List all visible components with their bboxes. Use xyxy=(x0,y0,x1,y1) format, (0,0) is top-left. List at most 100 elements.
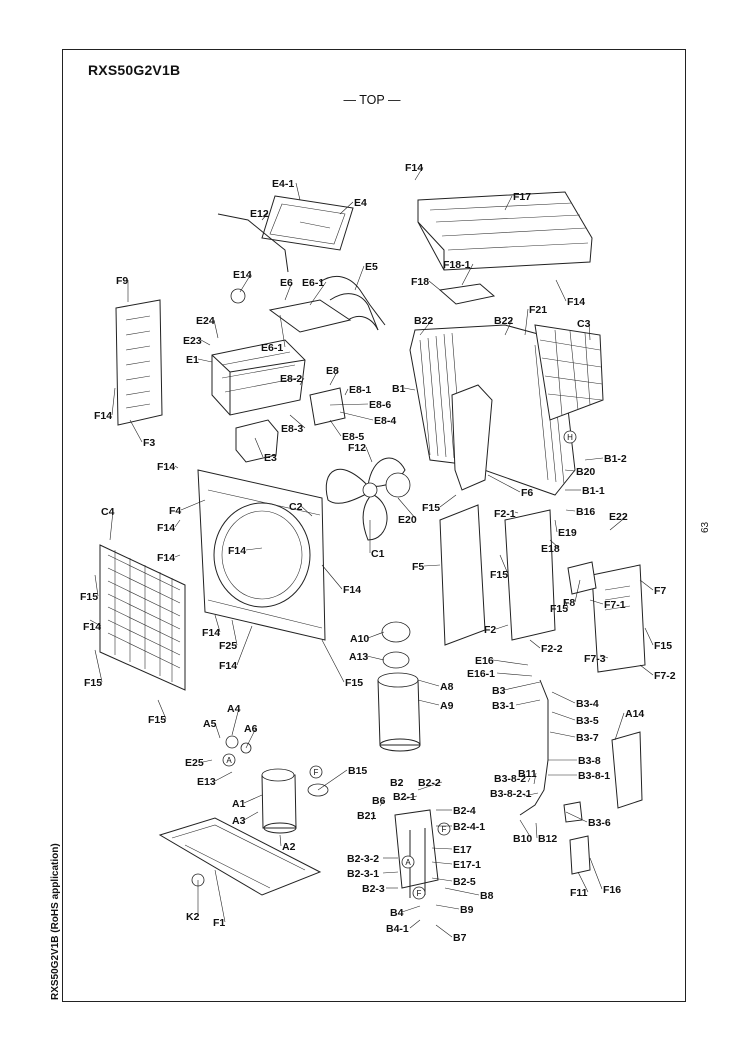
callout-label: B3-8-2-1 xyxy=(490,788,532,800)
leader-line xyxy=(639,664,654,676)
leader-line xyxy=(239,273,252,293)
callout-label: E8 xyxy=(326,365,339,377)
callout-label: E12 xyxy=(250,208,269,220)
leader-line xyxy=(354,265,365,291)
leader-line xyxy=(514,511,519,514)
pipe-cluster-part xyxy=(319,275,386,331)
leader-line xyxy=(435,904,460,910)
callout-label: B7 xyxy=(453,932,467,944)
callout-label: F14 xyxy=(343,584,361,596)
callout-label: B12 xyxy=(538,833,557,845)
leader-line xyxy=(527,777,531,783)
leader-line xyxy=(554,519,558,533)
leader-line xyxy=(279,314,286,348)
callout-label: B3-7 xyxy=(576,732,599,744)
callout-label: F12 xyxy=(348,442,366,454)
callout-label: F14 xyxy=(94,410,112,422)
leader-line xyxy=(109,510,114,541)
callout-label: E8-2 xyxy=(280,373,302,385)
callout-label: F7-2 xyxy=(654,670,676,682)
callout-label: E16-1 xyxy=(467,668,495,680)
leader-line xyxy=(231,619,238,646)
callout-label: E8-3 xyxy=(281,423,303,435)
leader-line xyxy=(213,319,219,339)
leader-line xyxy=(366,655,385,661)
callout-label: F18 xyxy=(411,276,429,288)
leader-line xyxy=(431,861,453,865)
callout-label: F14 xyxy=(219,660,237,672)
leader-line xyxy=(129,419,143,443)
leader-line xyxy=(535,822,538,839)
callout-label: E17 xyxy=(453,844,472,856)
leader-line xyxy=(565,509,576,512)
leader-line xyxy=(180,499,206,511)
leader-line xyxy=(339,201,354,215)
front-grille-part xyxy=(99,544,186,691)
callout-label: A4 xyxy=(227,703,241,715)
leader-line xyxy=(551,711,576,721)
leader-line xyxy=(94,574,99,597)
callout-label: F14 xyxy=(405,162,423,174)
callout-label: F2 xyxy=(484,624,496,636)
leader-line xyxy=(417,679,440,687)
callout-label: F14 xyxy=(157,522,175,534)
leader-line xyxy=(419,319,433,336)
cover-plate-part xyxy=(261,195,354,251)
leader-line xyxy=(321,564,343,590)
sound-insulation-part xyxy=(377,672,421,752)
leader-line xyxy=(524,308,529,336)
callout-label: F25 xyxy=(219,640,237,652)
control-plate-part xyxy=(268,299,352,333)
callout-label: F15 xyxy=(490,569,508,581)
leader-line xyxy=(317,769,348,791)
callout-label: E18 xyxy=(541,543,560,555)
callout-label: E14 xyxy=(233,269,252,281)
callout-label: B2 xyxy=(390,777,404,789)
leader-line xyxy=(417,781,443,791)
callout-label: B1-2 xyxy=(604,453,627,465)
leader-line xyxy=(487,474,521,493)
callout-label: B4 xyxy=(390,907,404,919)
leader-line xyxy=(202,759,213,763)
callout-label: F9 xyxy=(116,275,128,287)
callout-label: E1 xyxy=(186,354,199,366)
leader-line xyxy=(279,834,282,847)
callout-label: B10 xyxy=(513,833,532,845)
callout-label: K2 xyxy=(186,911,200,923)
leader-line xyxy=(417,699,440,706)
connector-mark: A xyxy=(401,855,415,869)
callout-label: B22 xyxy=(414,315,433,327)
callout-label: F14 xyxy=(567,296,585,308)
leader-line xyxy=(236,625,253,666)
top-view-label: — TOP — xyxy=(343,93,401,107)
leader-line xyxy=(371,814,376,821)
callout-label: B11 xyxy=(518,768,537,780)
leader-line xyxy=(214,869,226,923)
callout-label: F15 xyxy=(422,502,440,514)
leader-line xyxy=(431,877,453,882)
leader-line xyxy=(157,699,167,720)
callout-label: E19 xyxy=(558,527,577,539)
bracket-part xyxy=(438,283,496,305)
valve-bracket-part xyxy=(569,835,591,875)
leader-line xyxy=(504,319,513,336)
callout-label: B3-4 xyxy=(576,698,599,710)
pipe-part xyxy=(217,213,289,273)
leader-line xyxy=(289,414,306,429)
leader-line xyxy=(435,924,453,938)
leader-line xyxy=(529,639,541,649)
callout-label: E6-1 xyxy=(261,342,283,354)
callout-label: E4-1 xyxy=(272,178,294,190)
leader-line xyxy=(403,387,416,391)
insulation-top-part xyxy=(382,651,410,669)
valve-assembly-part xyxy=(394,809,439,898)
callout-label: A6 xyxy=(244,723,258,735)
leader-line xyxy=(214,722,221,739)
callout-label: F15 xyxy=(654,640,672,652)
callout-label: E3 xyxy=(264,452,277,464)
connector-mark: F xyxy=(437,822,451,836)
back-plate-part xyxy=(611,731,643,809)
leader-line xyxy=(397,497,417,520)
reactor-part xyxy=(235,419,279,463)
leader-line xyxy=(428,280,441,291)
